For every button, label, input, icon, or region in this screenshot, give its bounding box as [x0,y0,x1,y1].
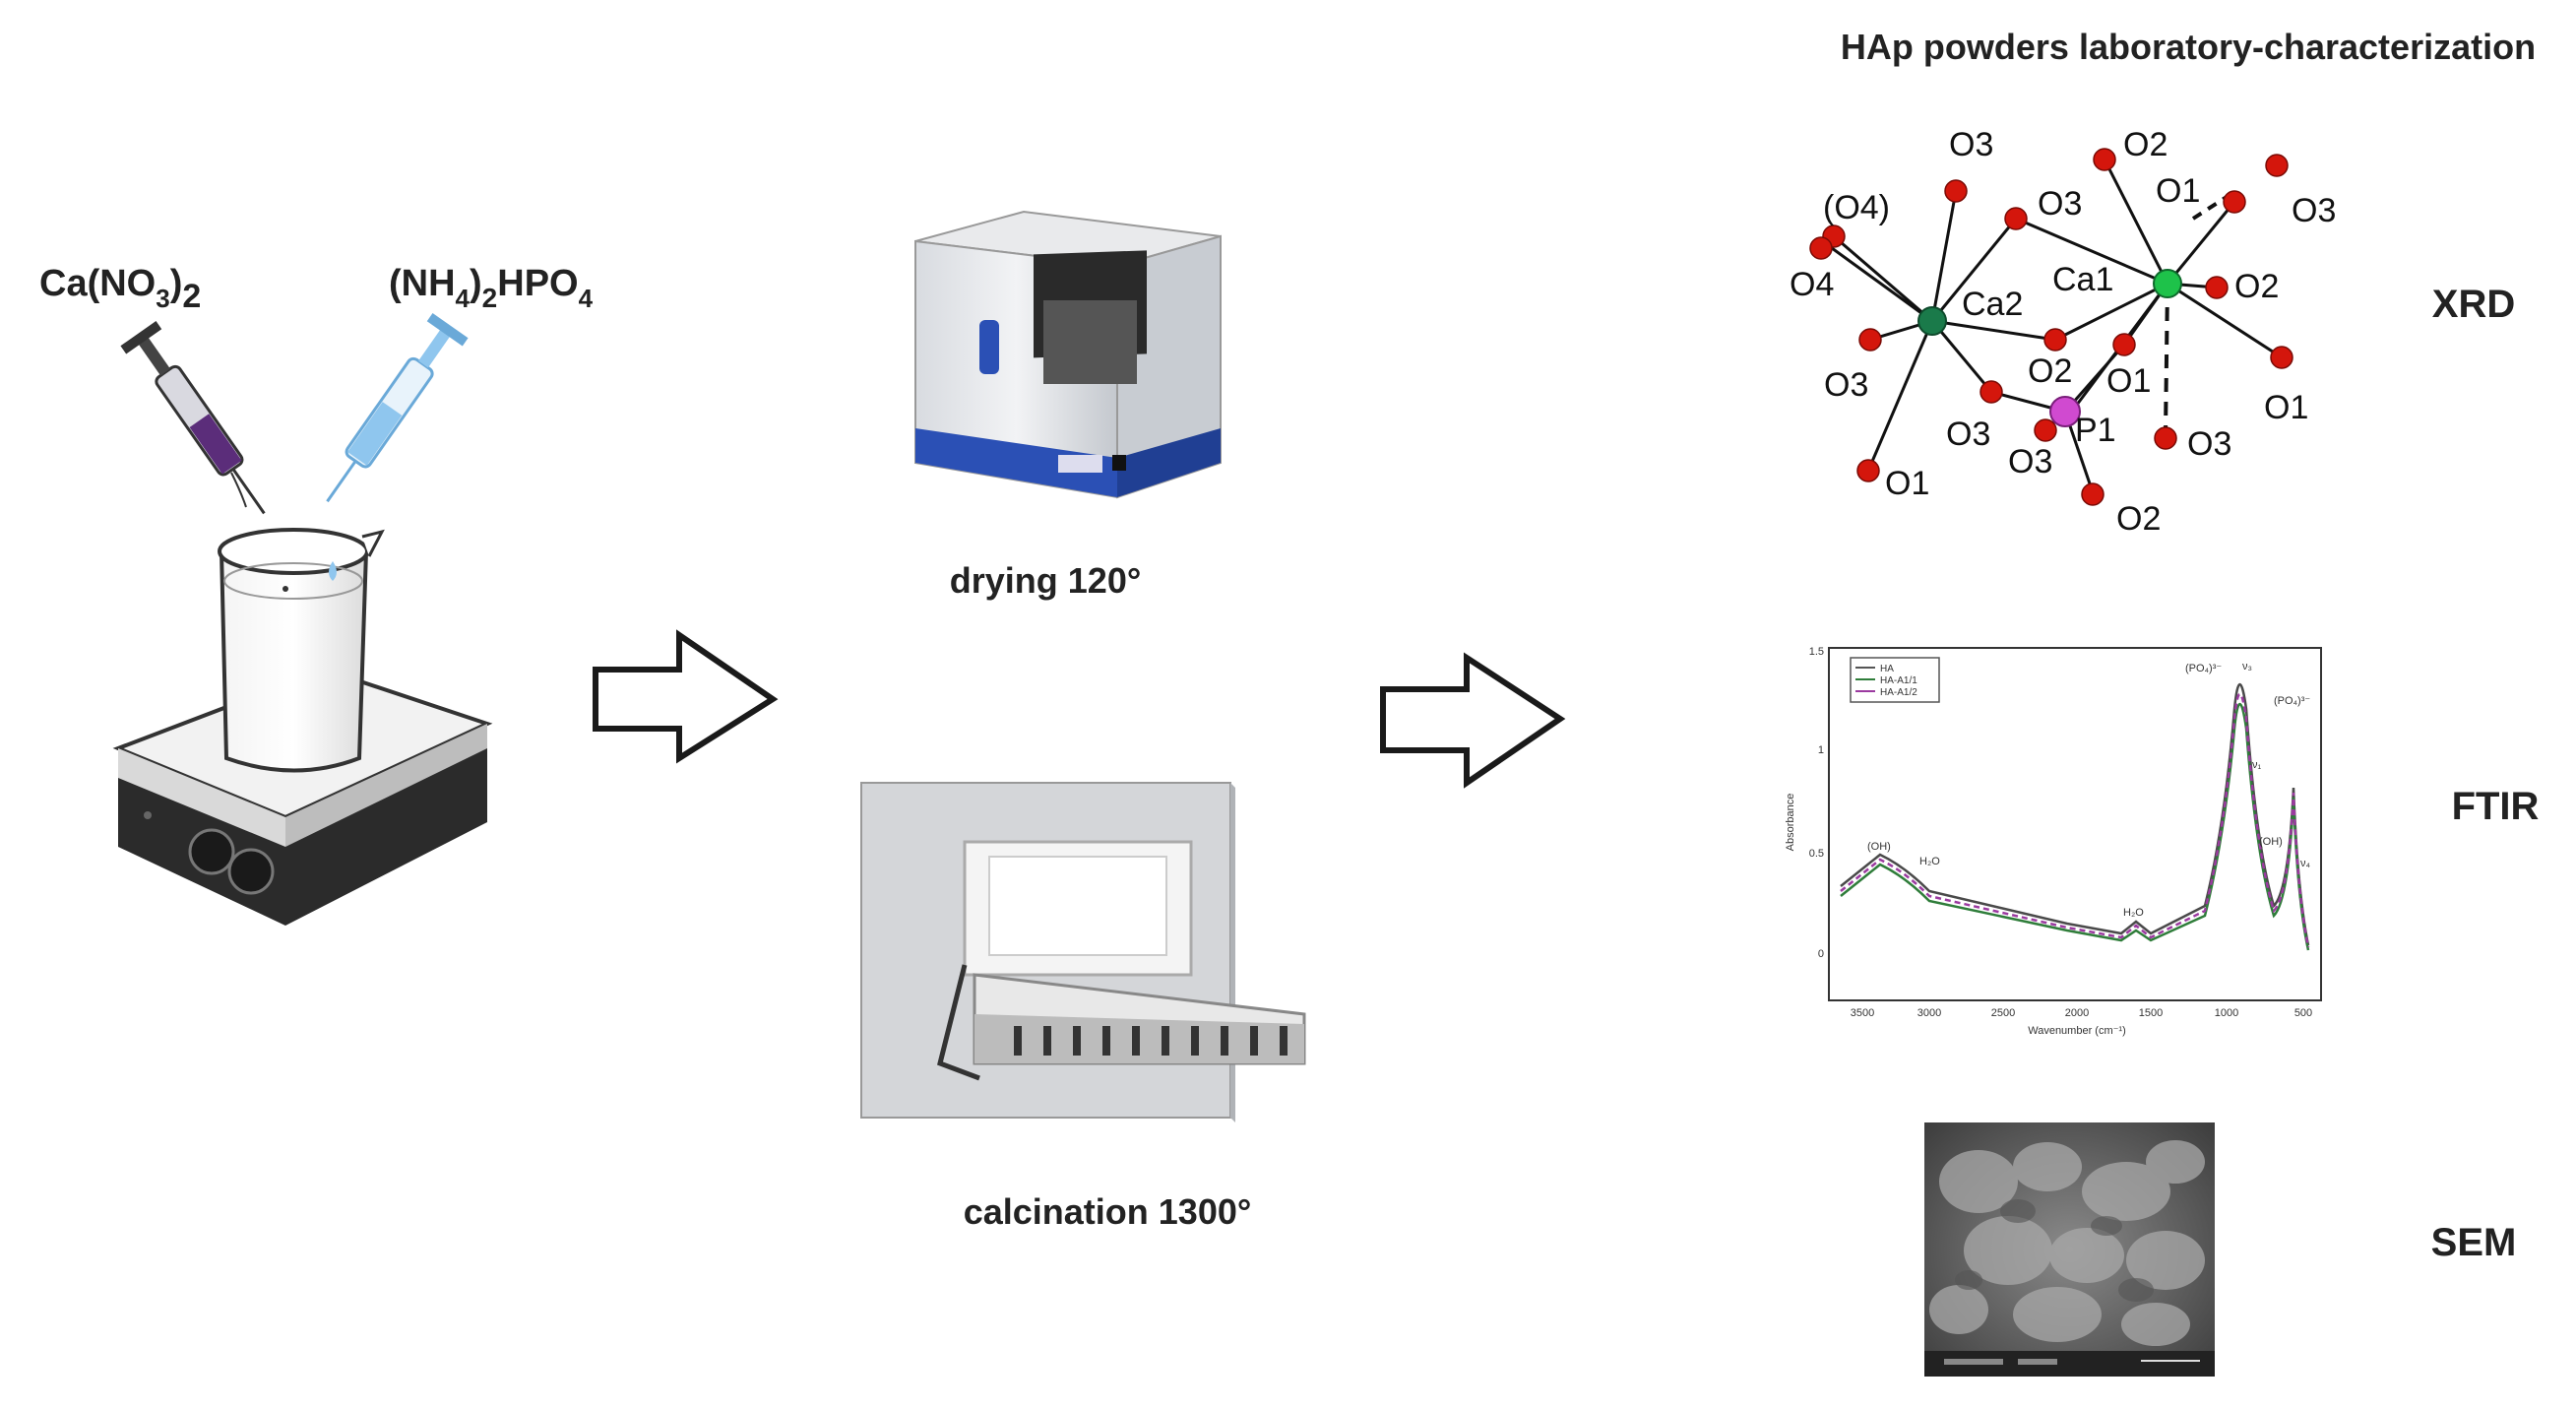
ftir-annotation: H₂O [1919,856,1940,867]
calcium-atom-ca1 [2153,269,2182,298]
ftir-x-tick: 1000 [2215,1007,2238,1019]
ftir-legend-entry: HA-A1/2 [1880,687,1917,698]
atom-label: O3 [2292,192,2336,229]
atom-label: O3 [2008,443,2052,481]
hotplate-stirrer-icon [112,667,493,926]
atom-label: O4 [1790,266,1834,303]
atom-label: (O4) [1823,189,1890,226]
ammonium-phosphate-formula: (NH4)2HPO4 [389,263,594,313]
ftir-annotation: (OH) [2259,836,2283,848]
ftir-y-tick: 0 [1818,948,1824,960]
ftir-annotation: (PO₄)³⁻ [2274,695,2310,707]
ftir-y-tick: 1 [1818,744,1824,756]
ftir-x-axis-label: Wavenumber (cm⁻¹) [2028,1025,2126,1037]
atom-label: Ca2 [1962,286,2023,323]
atom-label: O3 [2187,425,2231,463]
ftir-annotation: ν₄ [2300,858,2311,869]
ftir-annotation: ν₁ [2252,759,2262,771]
ftir-x-tick: 3500 [1851,1007,1874,1019]
atom-label: O3 [1946,416,1990,453]
sem-micrograph-image [1924,1122,2215,1377]
atom-label: O1 [2264,389,2308,426]
ftir-x-tick: 1500 [2139,1007,2163,1019]
calcium-atom-ca2 [1917,306,1947,336]
drying-step-label: drying 120° [950,560,1141,601]
ftir-y-axis-label: Absorbance [1785,794,1796,852]
ftir-annotation: (OH) [1867,841,1891,853]
ftir-legend-entry: HA-A1/1 [1880,675,1917,686]
ftir-x-tick: 3000 [1917,1007,1941,1019]
drying-oven-icon [914,210,1222,499]
ftir-spectrum-chart: HA HA-A1/1 HA-A1/2 3500 3000 2500 2000 1… [1785,646,2322,1037]
atom-label: O1 [1885,465,1929,502]
ftir-x-tick: 500 [2294,1007,2312,1019]
ftir-x-tick: 2000 [2065,1007,2089,1019]
atom-label: O3 [2038,185,2082,223]
ftir-annotation: (PO₄)³⁻ [2185,663,2222,674]
calcium-nitrate-formula: Ca(NO3)2 [39,263,201,315]
atom-label: P1 [2075,412,2116,449]
ftir-x-tick: 2500 [1991,1007,2015,1019]
atom-label: O2 [2234,268,2279,305]
phosphorus-atom-p1 [2049,396,2081,427]
characterization-title: HAp powders laboratory-characterization [1841,27,2536,67]
reagent-calcium-nitrate: Ca(NO3)2 [39,263,201,315]
calcination-step-label: calcination 1300° [964,1191,1252,1232]
syringe-blue-icon [326,313,469,503]
method-label-sem: SEM [2431,1221,2517,1264]
atom-label: O1 [2106,362,2151,400]
ftir-legend: HA HA-A1/1 HA-A1/2 [1850,657,1940,703]
ftir-y-tick: 0.5 [1809,848,1824,860]
beaker-icon [218,528,385,773]
process-arrow-1 [593,629,779,764]
xrd-crystal-structure: O3 (O4) O3 O2 O1 O3 O4 Ca2 Ca1 O2 O2 O1 … [1790,126,2336,538]
ftir-legend-entry: HA [1880,664,1894,674]
method-label-ftir: FTIR [2452,785,2540,828]
atom-label: O2 [2028,352,2072,390]
process-arrow-2 [1380,652,1566,789]
atom-label: O1 [2156,172,2200,210]
syringe-purple-icon [120,321,266,515]
ftir-annotation: H₂O [2123,907,2144,919]
atom-label: Ca1 [2052,261,2113,298]
ftir-annotation: ν₃ [2242,661,2252,673]
method-label-xrd: XRD [2432,283,2515,326]
atom-label: O2 [2123,126,2168,163]
atom-label: O2 [2116,500,2161,538]
ftir-plot-frame [1828,647,2322,1001]
reagent-ammonium-phosphate: (NH4)2HPO4 [389,263,594,313]
atom-label: O3 [1949,126,1993,163]
ftir-y-tick: 1.5 [1809,646,1824,658]
atom-label: O3 [1824,366,1868,404]
muffle-furnace-icon [860,782,1306,1122]
